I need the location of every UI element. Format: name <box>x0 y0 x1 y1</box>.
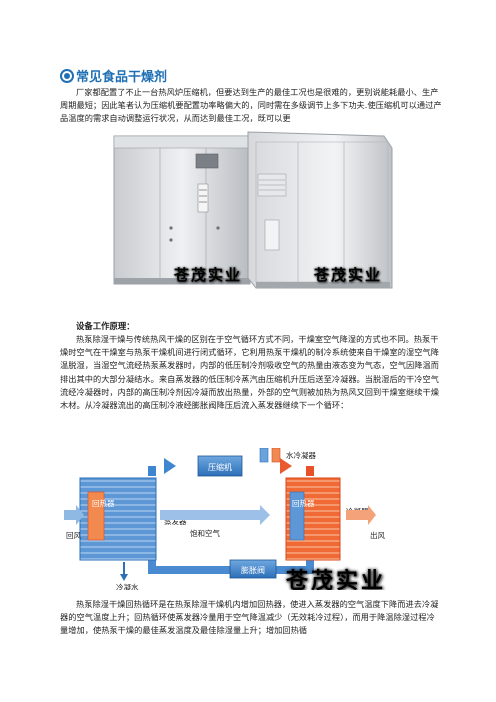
bullet-circle-icon <box>60 69 74 83</box>
label-water-condenser: 水冷凝器 <box>286 450 316 460</box>
intro-paragraph: 厂家都配置了不止一台热风炉压缩机，但要达到生产的最佳工况也是很难的，更别说能耗最… <box>60 87 442 124</box>
expansion-valve-box <box>229 559 277 579</box>
principle-heading: 设备工作原理： <box>76 321 135 331</box>
closing-paragraph: 热泵除湿干燥回热循环是在热泵除湿干燥机内增加回热器，使进入蒸发器的空气温度下降而… <box>60 599 439 636</box>
section-title-text: 常见食品干燥剂 <box>76 70 168 85</box>
label-condensate: 冷凝水 <box>116 582 139 590</box>
label-regenerator-left: 回热器 <box>92 498 115 508</box>
left-cabinet <box>113 135 251 285</box>
principle-paragraph: 热泵除湿干燥与传统热风干燥的区别在于空气循环方式不同，干燥室空气降湿的方式也不同… <box>60 334 439 411</box>
label-expansion-valve: 膨胀阀 <box>241 565 265 575</box>
product-photo: 苍茂实业 苍茂实业 <box>113 131 393 289</box>
label-compressor: 压缩机 <box>208 462 232 472</box>
heat-pump-diagram: 压缩机 水冷凝器 回热器 蒸发器 回热器 冷凝器 回风 饱和空气 出风 膨胀阀 … <box>64 448 386 590</box>
right-cabinet <box>247 131 393 289</box>
label-return-air: 回风 <box>66 531 81 540</box>
photo-watermark-right: 苍茂实业 <box>313 266 382 284</box>
compressor-box <box>197 455 243 477</box>
label-evaporator: 蒸发器 <box>164 516 187 526</box>
photo-watermark-left: 苍茂实业 <box>173 266 242 284</box>
section-title: 常见食品干燥剂 <box>60 66 167 85</box>
label-regenerator-right: 回热器 <box>292 498 315 508</box>
label-outlet-air: 出风 <box>370 530 385 540</box>
diagram-watermark: 苍茂实业 <box>285 568 386 590</box>
regenerator-right-box <box>289 491 305 541</box>
label-saturated-air: 饱和空气 <box>190 528 220 538</box>
regenerator-left-box <box>87 491 105 541</box>
